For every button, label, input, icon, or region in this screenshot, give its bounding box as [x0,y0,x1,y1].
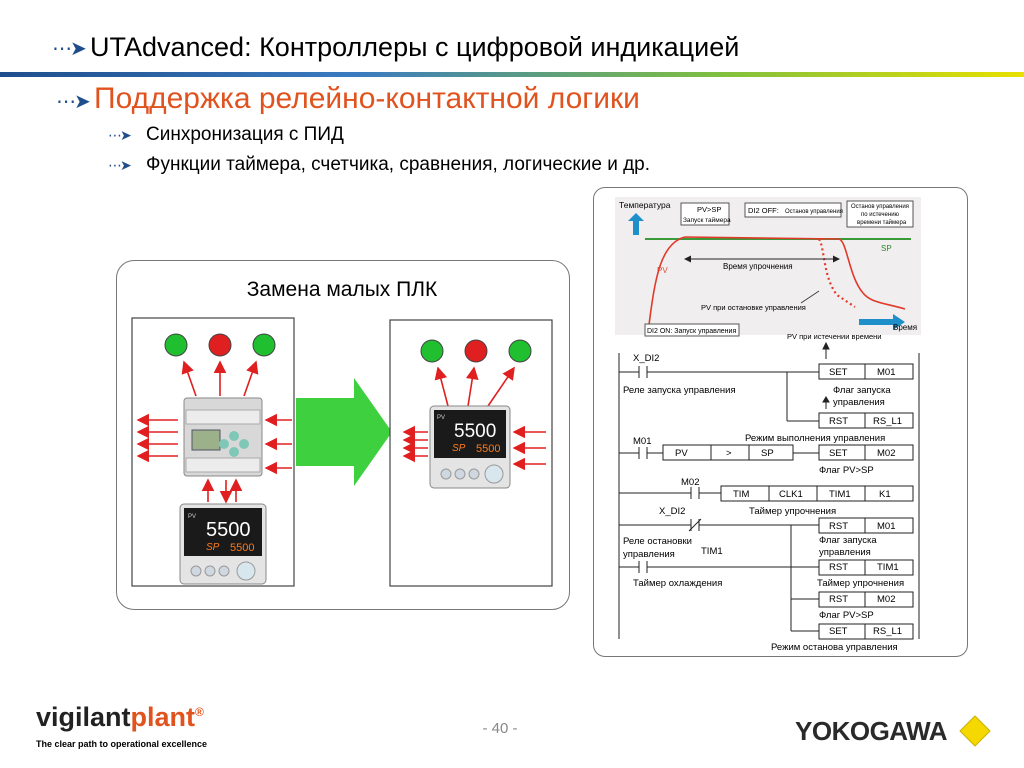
display-sp-label: SP [206,542,220,553]
ladder-m01: M01 [877,367,895,378]
title-underline [0,72,1024,77]
callout-stop-timeout-3: времени таймера [857,219,907,226]
ladder-m01: M01 [877,521,895,532]
callout-di2-on: DI2 ON: Запуск управления [647,328,736,335]
transfer-arrow-icon [296,378,392,486]
ladder-clk1: CLK1 [779,489,803,500]
point-2: Функции таймера, счетчика, сравнения, ло… [146,154,651,175]
trend-x-label: Время [893,323,917,332]
ladder-x-di2: X_DI2 [659,506,685,517]
pv-label: PV [188,514,196,520]
right-arrow-icon [859,314,905,330]
ladder-flag-start-2: управления [819,547,871,558]
display-main: 5500 [454,421,496,442]
ladder-mode-run: Режим выполнения управления [745,433,885,444]
lamp-green-icon [420,339,444,363]
vigilantplant-logo: vigilantplant® [36,702,204,732]
ladder-tim: TIM [733,489,749,500]
ladder-rs-l1: RS_L1 [873,416,902,427]
ladder-flag-pv-sp: Флаг PV>SP [819,610,874,621]
subtitle: Поддержка релейно-контактной логики [94,82,640,115]
display-sp: 5500 [230,542,254,554]
display-sp: 5500 [476,443,500,455]
ladder-tim1: TIM1 [829,489,851,500]
ladder-flag-start-1: Флаг запуска [819,535,877,546]
ladder-rs-l1: RS_L1 [873,626,902,637]
ladder-x-di2: X_DI2 [633,353,659,364]
ladder-stop-relay-1: Реле остановки [623,536,692,547]
ladder-rst: RST [829,562,848,573]
lamp-red-icon [208,333,232,357]
ladder-start-relay: Реле запуска управления [623,385,736,396]
yokogawa-diamond-icon [959,715,991,747]
ladder-k1: K1 [879,489,891,500]
plc-module-icon [183,397,263,477]
callout-start-timer: Запуск таймера [683,216,731,224]
display-sp-label: SP [452,443,466,454]
page-number: - 40 - [482,720,518,737]
ladder-rst: RST [829,416,848,427]
title-bullet-icon: ⋯➤ [52,36,87,60]
ladder-rst: RST [829,521,848,532]
callout-pv-on-timeout: PV при истечении времени [787,332,881,341]
ladder-diagram [618,353,920,639]
callout-stop-timeout-1: Останов управления [851,204,909,210]
point-bullet-icon: ⋯➤ [108,158,132,174]
callout-di2-off: DI2 OFF: [748,206,779,215]
ladder-soak-timer: Таймер упрочнения [817,578,904,589]
pv-label: PV [657,266,668,275]
footer-tagline: The clear path to operational excellence [36,739,208,749]
up-arrow-icon [822,341,830,359]
callout-di2-off-desc: Останов управления [785,209,843,215]
callout-stop-timeout-2: по истечению [861,212,900,218]
callout-pv-gt-sp: PV>SP [697,205,721,214]
subtitle-bullet-icon: ⋯➤ [56,89,91,113]
plc-replacement-diagram: PV 5500 SP 5500 PV 5500 SP 5500 [131,317,553,587]
point-bullet-icon: ⋯➤ [108,128,132,144]
ladder-cool-timer: Таймер охлаждения [633,578,722,589]
pv-curve-timeout [648,236,906,326]
ladder-set: SET [829,448,848,459]
up-arrow-icon [822,396,830,409]
ladder-stop-relay-2: управления [623,549,675,560]
ladder-pv: PV [675,448,688,459]
ladder-soak-timer: Таймер упрочнения [749,506,836,517]
ladder-m01: M01 [633,436,651,447]
trend-y-label: Температура [619,200,671,210]
callout-pv-on-stop: PV при остановке управления [701,303,806,312]
ladder-m02: M02 [681,477,699,488]
pv-label: PV [437,415,445,421]
controller-icon: PV 5500 SP 5500 [179,503,267,585]
ladder-gt: > [726,448,732,459]
plc-panel-heading: Замена малых ПЛК [246,278,438,301]
page-title: UTAdvanced: Контроллеры с цифровой индик… [90,32,740,62]
lamp-red-icon [464,339,488,363]
ladder-mode-stop: Режим останова управления [771,642,898,653]
ladder-flag-start-2: управления [833,397,885,408]
ladder-flag-pv-sp: Флаг PV>SP [819,465,874,476]
point-1: Синхронизация с ПИД [146,124,344,145]
ladder-m02: M02 [877,594,895,605]
trend-and-ladder-diagram: Температура SP PV Время упрочнения PV>SP… [615,197,921,653]
ladder-set: SET [829,367,848,378]
ladder-tim1: TIM1 [877,562,899,573]
ladder-set: SET [829,626,848,637]
soak-time-label: Время упрочнения [723,262,793,271]
up-arrow-icon [628,213,644,235]
display-main: 5500 [206,519,251,541]
ladder-tim1: TIM1 [701,546,723,557]
yokogawa-logo: YOKOGAWA [795,716,948,746]
ladder-rst: RST [829,594,848,605]
ladder-flag-start-1: Флаг запуска [833,385,891,396]
ladder-m02: M02 [877,448,895,459]
lamp-green-icon [164,333,188,357]
controller-icon: PV 5500 SP 5500 [429,405,511,489]
sp-label: SP [881,244,892,253]
lamp-green-icon [252,333,276,357]
ladder-sp: SP [761,448,774,459]
lamp-green-icon [508,339,532,363]
